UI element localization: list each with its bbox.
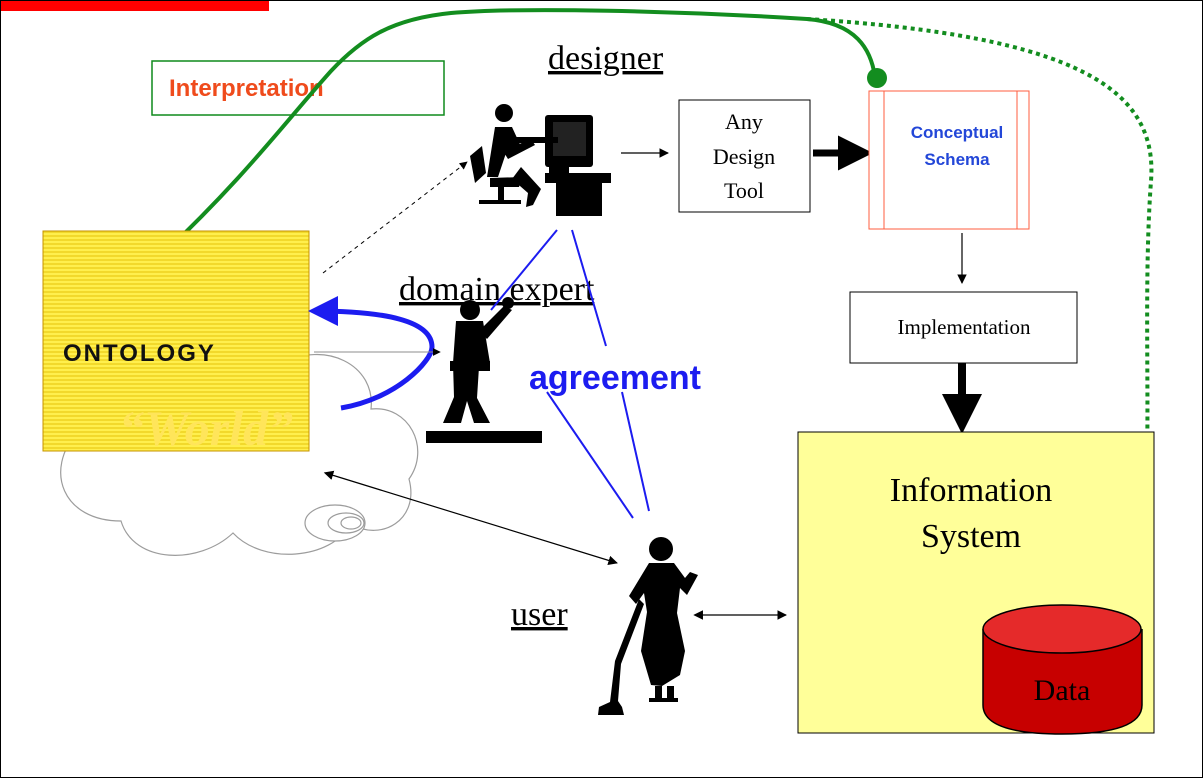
ontology-label: ONTOLOGY [63, 340, 216, 367]
schema-line-2: Schema [924, 150, 990, 169]
information-line-2: System [921, 518, 1021, 555]
designer-label: designer [548, 40, 664, 77]
design-tool-line-3: Tool [724, 178, 764, 203]
speaker-at-podium-icon [426, 297, 542, 443]
user-label: user [511, 596, 568, 633]
schema-link-dot [867, 68, 887, 88]
person-at-computer-icon [470, 104, 611, 216]
world-user-arrow [323, 470, 618, 566]
agreement-label: agreement [529, 359, 701, 397]
ontology-to-designer-arrow [322, 161, 468, 274]
interpretation-label: Interpretation [169, 75, 324, 102]
data-label: Data [1034, 674, 1091, 707]
design-tool-line-1: Any [725, 109, 763, 134]
world-label: “World” [119, 400, 293, 456]
design-tool-line-2: Design [713, 144, 775, 169]
ontology-box: ONTOLOGY “World” [42, 230, 310, 456]
domain-expert-to-ontology-arrow [308, 296, 435, 411]
implementation-box: Implementation [849, 291, 1078, 364]
conceptual-schema-box: Conceptual Schema [868, 90, 1030, 230]
schema-line-1: Conceptual [911, 123, 1004, 142]
data-cylinder: Data [982, 604, 1143, 735]
implementation-label: Implementation [898, 315, 1031, 339]
interpretation-arrow [158, 8, 877, 259]
information-line-1: Information [890, 472, 1052, 509]
red-banner [1, 1, 269, 11]
design-tool-box: Any Design Tool [678, 99, 811, 213]
person-with-vacuum-icon [598, 537, 698, 715]
agreement-lines [490, 229, 650, 519]
